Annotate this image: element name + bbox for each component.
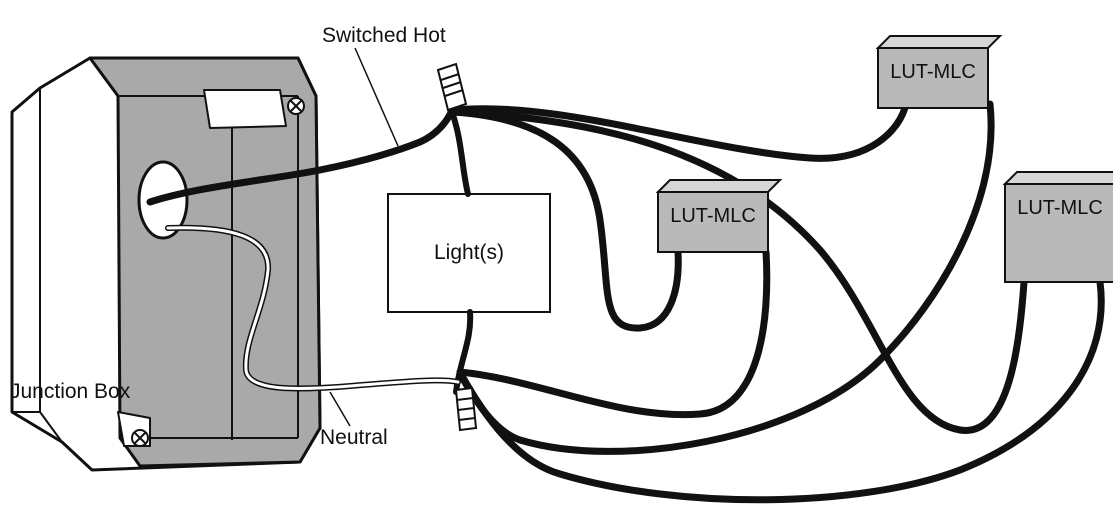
hot-wire-module-1 <box>450 100 910 162</box>
lut-mlc-modules: LUT-MLC LUT-MLC LUT-MLC <box>655 35 1113 283</box>
module-front-face <box>877 47 989 109</box>
wire-nut-icon <box>454 386 478 432</box>
switched-hot-wire <box>146 106 456 206</box>
lut-mlc-module: LUT-MLC <box>655 179 783 253</box>
wire-nut-icon <box>436 62 468 112</box>
screw-icon <box>131 429 149 447</box>
lut-mlc-label: LUT-MLC <box>890 61 976 83</box>
hot-wire-module-3 <box>450 108 1028 434</box>
hot-wire-module-2 <box>450 108 682 332</box>
neutral-wire <box>166 226 460 391</box>
screw-icon <box>287 97 305 115</box>
lut-mlc-module: LUT-MLC <box>875 35 1003 109</box>
module-front-face <box>1004 183 1113 283</box>
module-top-face <box>875 35 1003 49</box>
junction-box-interior <box>88 56 322 468</box>
neutral-label: Neutral <box>320 426 388 449</box>
light-label: Light(s) <box>434 241 504 264</box>
neutral-leader <box>329 391 351 427</box>
module-front-face <box>657 191 769 253</box>
neutral-wire-module-3 <box>458 278 1105 504</box>
mounting-tab-top <box>203 89 287 129</box>
light-hot-lead <box>449 109 471 197</box>
module-top-face <box>1002 171 1113 185</box>
junction-box <box>10 56 322 472</box>
lut-mlc-module: LUT-MLC <box>1002 171 1113 283</box>
light-fixture-box <box>387 193 551 313</box>
neutral-wire-module-2 <box>456 248 771 419</box>
lut-mlc-label: LUT-MLC <box>670 205 756 227</box>
module-top-face <box>655 179 783 193</box>
wires <box>146 100 1105 504</box>
junction-box-edge <box>11 87 63 443</box>
switched-hot-leader <box>354 47 399 147</box>
switched-hot-label: Switched Hot <box>322 24 446 47</box>
junction-box-label: Junction Box <box>10 380 131 403</box>
lut-mlc-label: LUT-MLC <box>1017 197 1103 219</box>
